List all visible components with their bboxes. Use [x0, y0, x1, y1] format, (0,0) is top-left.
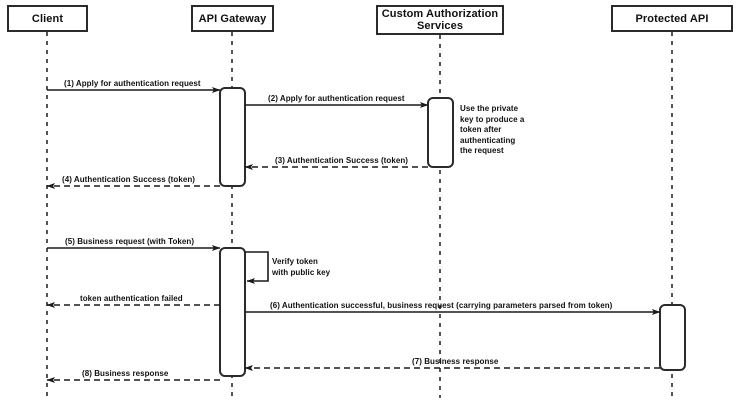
msg-6-label: (6) Authentication successful, business … [270, 301, 613, 310]
activation-protected-api[interactable] [659, 304, 686, 371]
activation-api-gateway-auth[interactable] [219, 87, 246, 187]
activations-group [219, 87, 686, 377]
participant-box-protected-api[interactable]: Protected API [611, 5, 733, 32]
participant-box-api-gateway[interactable]: API Gateway [191, 5, 274, 32]
note-private-key-line-1: Use the private [460, 104, 519, 113]
self-msg-verify-token-label-line-1: Verify token [272, 257, 318, 266]
participant-box-custom-authorization-services[interactable]: Custom Authorization Services [376, 5, 504, 35]
lifelines-group [46, 32, 673, 398]
msg-5-label: (5) Business request (with Token) [65, 237, 195, 246]
msg-token-failed-label: token authentication failed [80, 294, 183, 303]
msg-4-label: (4) Authentication Success (token) [62, 175, 195, 184]
self-msg-verify-token-label-line-2: with public key [272, 267, 331, 277]
participant-label-client: Client [31, 12, 64, 25]
note-private-key-line-2: key to produce a [460, 114, 525, 124]
activation-api-gateway-business[interactable] [219, 247, 246, 377]
message-lines-group [46, 86, 661, 384]
msg-1-label: (1) Apply for authentication request [64, 79, 201, 88]
participant-label-api-gateway: API Gateway [198, 12, 267, 25]
participant-label-protected-api: Protected API [635, 12, 709, 25]
participant-label-custom-authorization-services: Custom Authorization Services [381, 8, 499, 32]
participant-box-client[interactable]: Client [7, 5, 88, 32]
msg-7-label: (7) Business response [412, 357, 499, 366]
msg-3-label: (3) Authentication Success (token) [275, 156, 408, 165]
note-private-key-line-3: token after [460, 125, 502, 134]
note-private-key-line-5: the request [460, 146, 504, 155]
msg-2-label: (2) Apply for authentication request [268, 94, 405, 103]
msg-8-label: (8) Business response [82, 369, 169, 378]
activation-custom-auth[interactable] [427, 97, 454, 168]
self-msg-verify-token-path[interactable] [245, 251, 269, 285]
self-message-lines-group [245, 251, 269, 285]
note-private-key-line-4: authenticating [460, 135, 516, 145]
